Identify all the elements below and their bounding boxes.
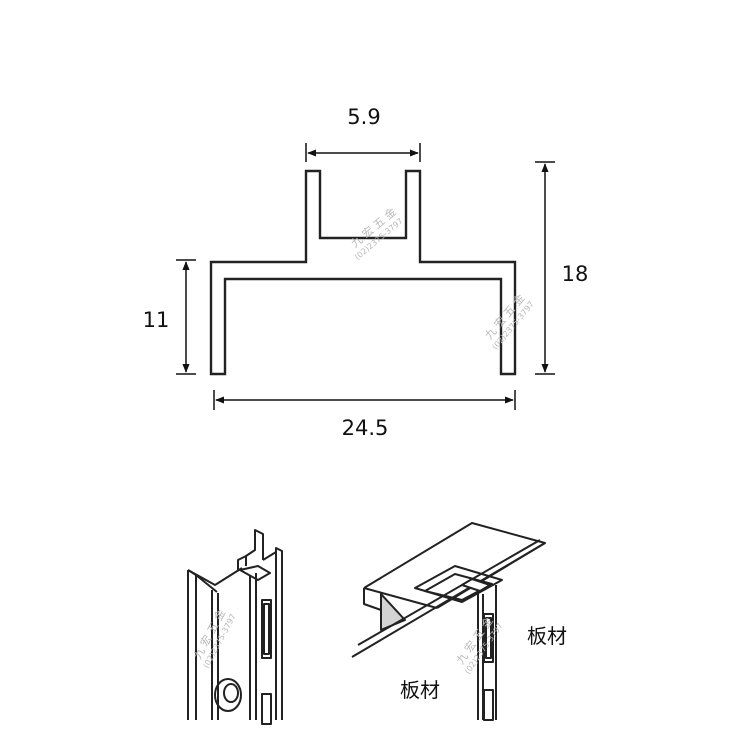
isometric-profile-view [187,529,283,725]
dim-label-side-height: 11 [143,308,170,332]
dimension-slot-width [305,143,421,162]
label-board-lower: 板材 [400,678,440,702]
dim-label-total-width: 24.5 [342,416,389,440]
dimension-total-width [213,390,516,410]
label-board-upper: 板材 [527,624,567,648]
dim-label-slot-width: 5.9 [347,105,380,129]
dimension-total-height [535,161,555,375]
dimension-side-height [176,259,196,375]
installation-view [351,522,546,721]
dim-label-total-height: 18 [562,262,589,286]
cross-section-profile [209,169,517,376]
